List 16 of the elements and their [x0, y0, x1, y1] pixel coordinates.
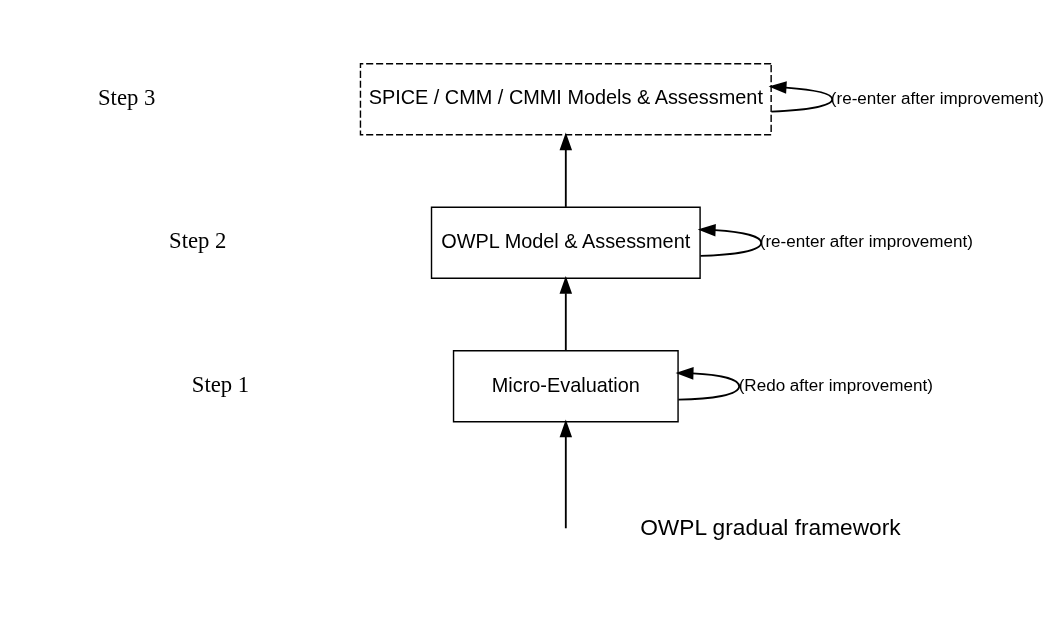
- node-box: OWPL Model & Assessment: [430, 206, 701, 279]
- arrow: [559, 418, 573, 529]
- node-box: SPICE / CMM / CMMI Models & Assessment: [359, 62, 772, 135]
- arrow: [768, 80, 834, 113]
- label: Step 1: [191, 371, 250, 397]
- edge-label: (Redo after improvement): [738, 375, 933, 395]
- edge-label: (re-enter after improvement): [830, 88, 1044, 108]
- arrow: [675, 366, 741, 400]
- node-box: Micro-Evaluation: [452, 349, 679, 422]
- label: Step 3: [97, 84, 156, 110]
- label: OWPL gradual framework: [640, 513, 901, 540]
- arrow: [559, 275, 573, 351]
- arrow: [559, 131, 573, 208]
- label: Step 2: [169, 227, 227, 253]
- edge-label: (re-enter after improvement): [759, 231, 973, 251]
- arrow: [697, 223, 763, 257]
